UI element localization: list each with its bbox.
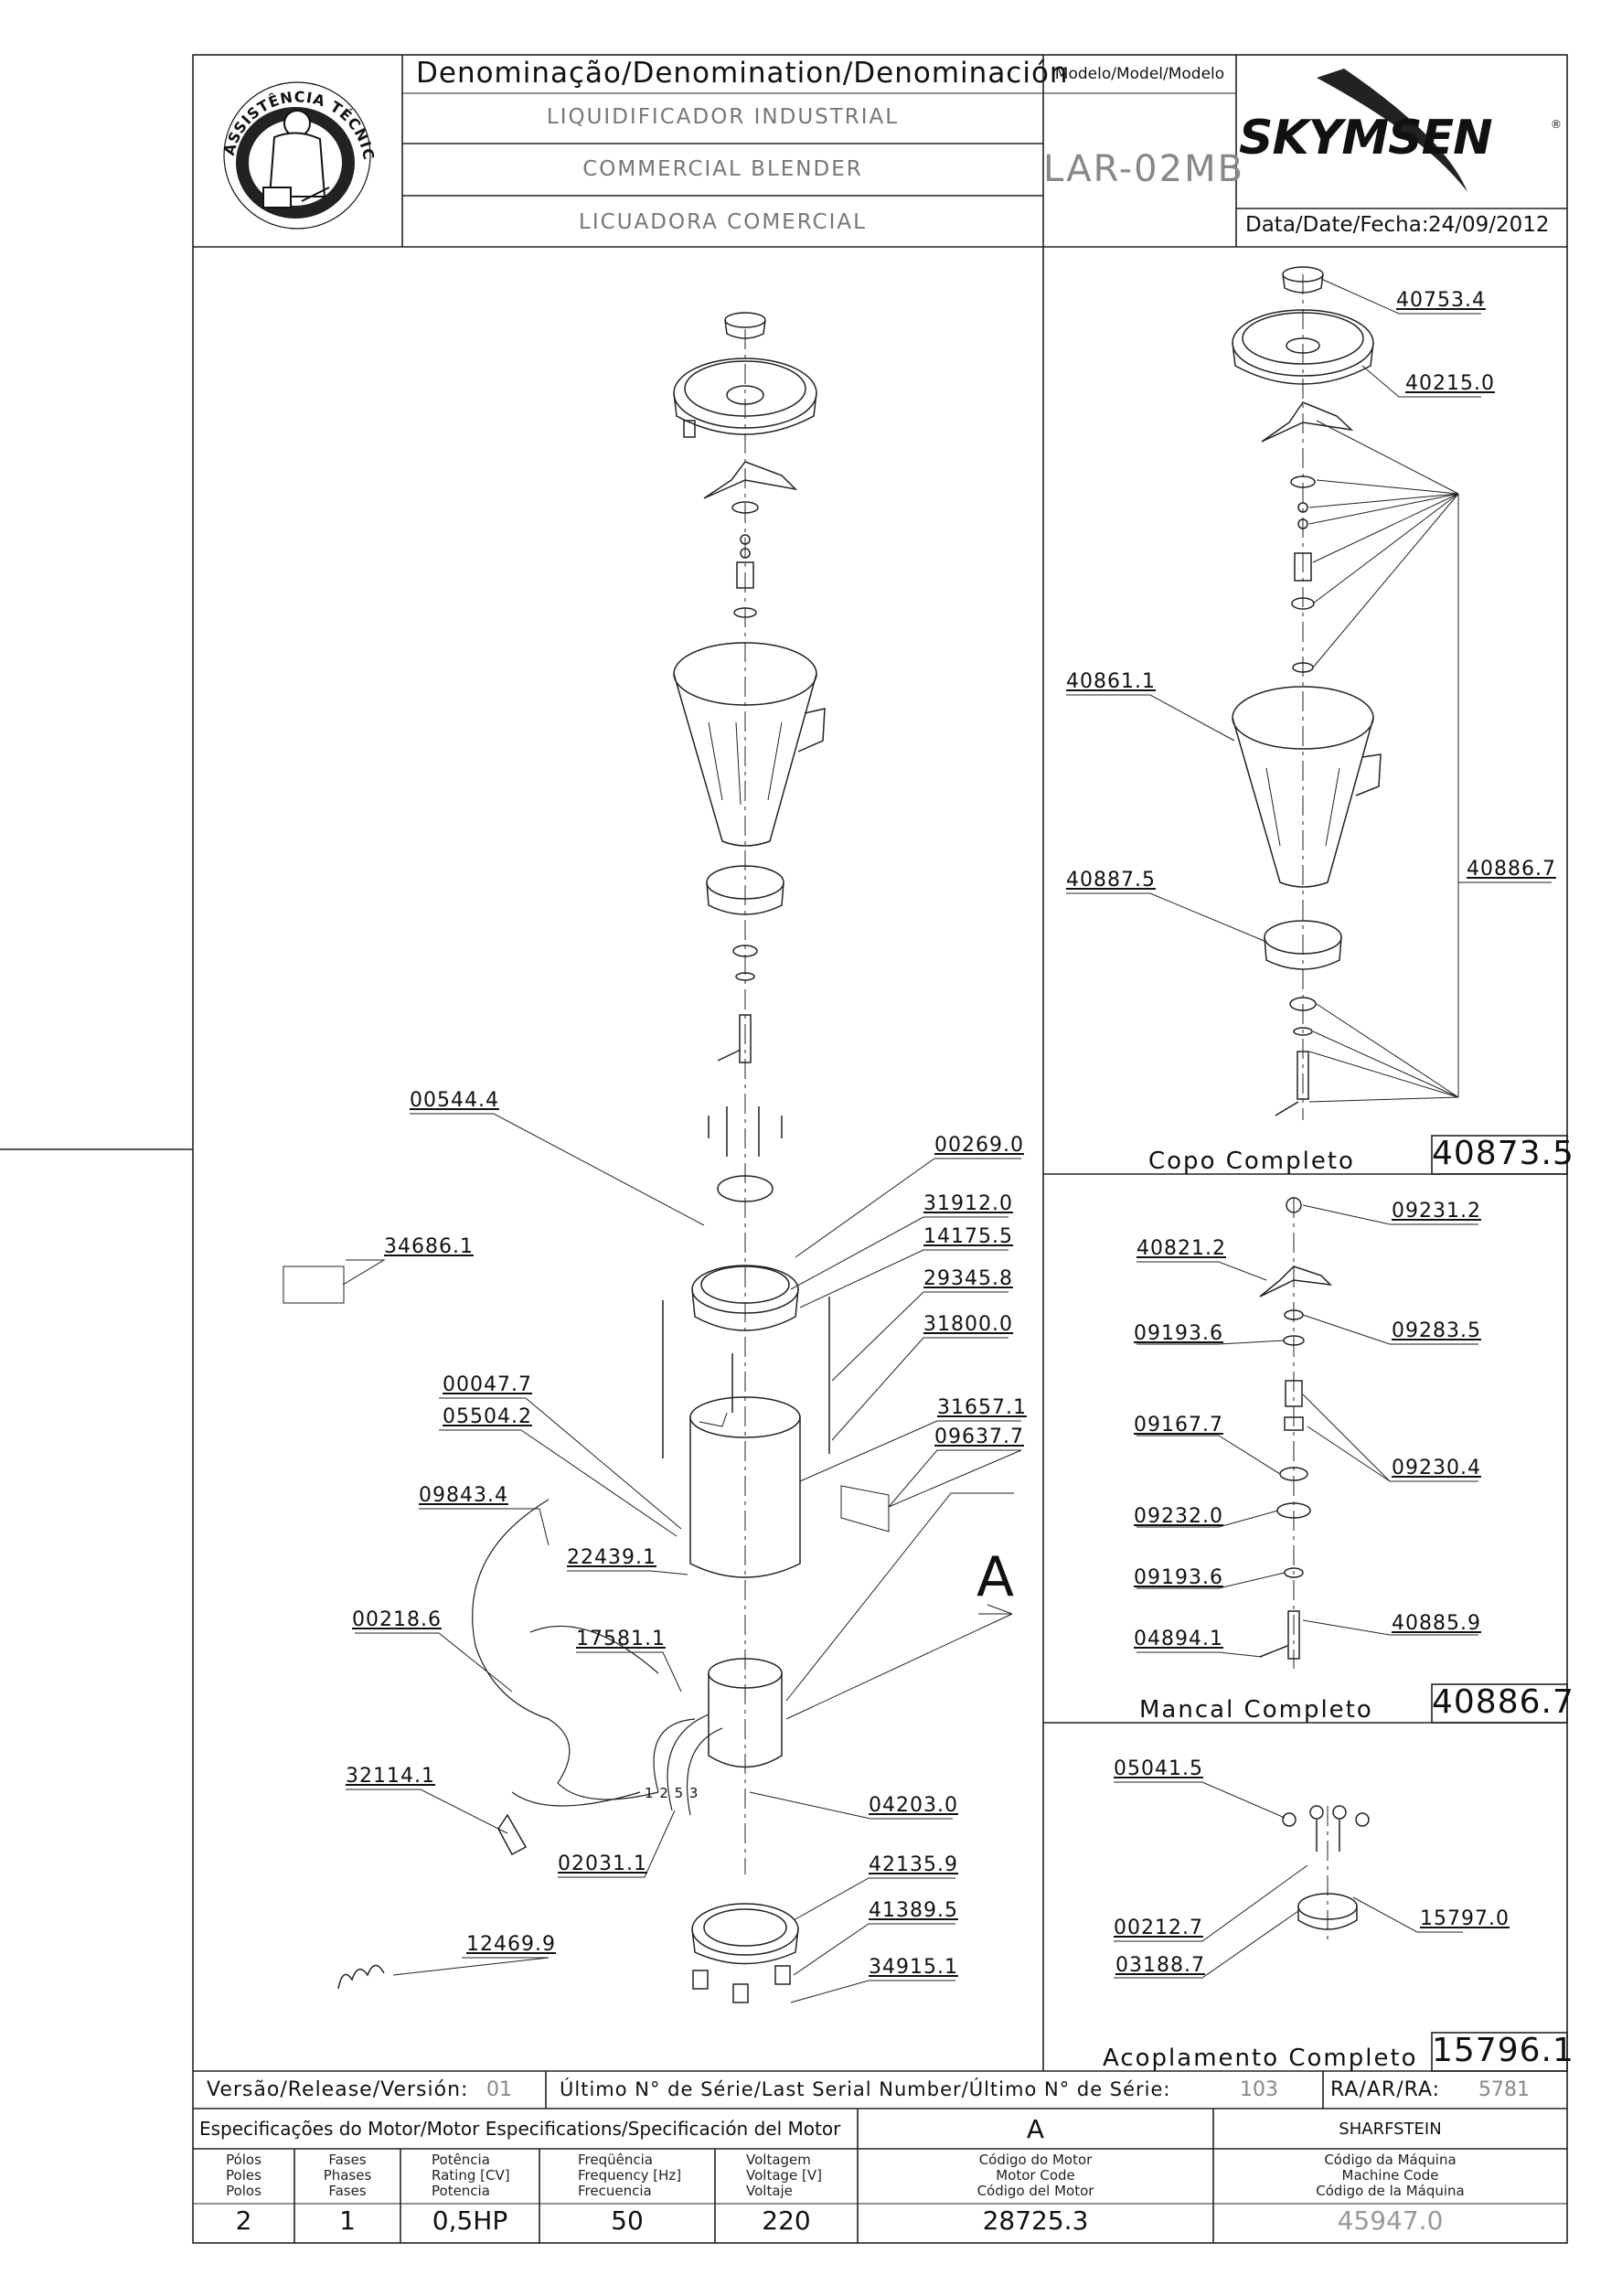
part-number: 34686.1 [384,1235,474,1258]
part-number: 00218.6 [352,1608,442,1631]
part-number: 00047.7 [443,1373,532,1396]
part-number: 00269.0 [934,1134,1024,1157]
part-number: 34915.1 [869,1956,958,1979]
mancal-code: 40886.7 [1432,1683,1574,1721]
copo-leader-lines [1066,278,1552,1103]
serial-label: Último N° de Série/Last Serial Number/Úl… [560,2078,1171,2100]
acoplamento-completo-view [1282,1805,1370,1943]
part-number: 31657.1 [937,1396,1027,1419]
part-number: 40885.9 [1392,1612,1481,1635]
part-number: 40887.5 [1066,869,1156,892]
part-number: 02031.1 [558,1853,647,1875]
acoplamento-leader-lines [1114,1781,1463,1979]
part-number: 05504.2 [443,1405,532,1428]
part-number: 00544.4 [410,1089,499,1112]
part-number: 03188.7 [1115,1954,1205,1977]
part-number: 40861.1 [1066,670,1156,693]
part-number: 09637.7 [934,1426,1024,1448]
part-number: 15797.0 [1420,1907,1510,1930]
part-number: 22439.1 [567,1546,656,1569]
main-leader-lines [342,1113,1022,2003]
svg-text:ASSISTÊNCIA TÉCNICA AUTORIZADA: ASSISTÊNCIA TÉCNICA AUTORIZADA [0,0,378,162]
part-number: 41389.5 [869,1899,958,1922]
name-pt: LIQUIDIFICADOR INDUSTRIAL [546,105,900,129]
svg-text:®: ® [1551,118,1562,131]
name-es: LICUADORA COMERCIAL [579,210,867,234]
denomination-label: Denominação/Denomination/Denominación [416,57,1069,90]
authorized-assistance-stamp-icon: ASSISTÊNCIA TÉCNICA AUTORIZADA [0,0,378,230]
acoplamento-title: Acoplamento Completo [1103,2045,1418,2072]
motor-letter: A [1026,2114,1045,2144]
part-number: 40821.2 [1136,1237,1226,1260]
model-label: Modelo/Model/Modelo [1054,65,1225,83]
part-number: 29345.8 [923,1267,1013,1290]
part-number: 05041.5 [1114,1757,1203,1780]
part-number: 09167.7 [1134,1414,1223,1436]
date-label: Data/Date/Fecha: [1245,213,1429,237]
mancal-completo-view [1259,1197,1333,1669]
part-number: 09232.0 [1134,1505,1223,1528]
value-machine-code: 45947.0 [1337,2205,1444,2236]
mancal-leader-lines [1136,1204,1478,1658]
part-number: 04894.1 [1134,1628,1223,1650]
part-number: 40886.7 [1467,858,1556,881]
detail-a-label: A [976,1545,1015,1609]
copo-completo-view [1232,266,1382,1120]
part-number: 09843.4 [419,1484,508,1507]
model-value: LAR-02MB [1043,148,1245,190]
serial-value: 103 [1240,2078,1278,2101]
part-number: 09283.5 [1392,1319,1481,1342]
part-number: 09231.2 [1392,1200,1481,1223]
value-frequency: 50 [611,2205,644,2236]
acoplamento-code: 15796.1 [1432,2032,1574,2069]
part-number: 32114.1 [346,1765,435,1788]
part-number: 40215.0 [1405,372,1495,395]
part-number: 17581.1 [576,1628,666,1650]
value-rating: 0,5HP [432,2205,508,2236]
date-value: 24/09/2012 [1428,213,1550,237]
ra-value: 5781 [1478,2078,1530,2101]
part-number: 09230.4 [1392,1457,1481,1479]
wire-numbers: 1 2 5 3 [645,1785,699,1801]
version-label: Versão/Release/Versión: [207,2078,469,2101]
stamp-text: ASSISTÊNCIA TÉCNICA AUTORIZADA [0,0,377,162]
part-number: 04203.0 [869,1794,958,1817]
copo-title: Copo Completo [1148,1148,1355,1175]
copo-code: 40873.5 [1432,1135,1574,1172]
value-motor-code: 28725.3 [982,2205,1089,2236]
part-number: 31800.0 [923,1313,1013,1336]
name-en: COMMERCIAL BLENDER [582,157,863,181]
part-number: 31912.0 [923,1192,1013,1215]
part-number: 14175.5 [923,1225,1013,1248]
skymsen-logo-icon: SKYMSEN ® [1239,69,1562,192]
part-number: 12469.9 [466,1933,556,1956]
brand-name: SKYMSEN [1239,111,1492,166]
part-number: 42135.9 [869,1853,958,1876]
main-exploded-view [283,312,890,2003]
part-number: 09193.6 [1134,1566,1223,1589]
part-number: 40753.4 [1396,289,1486,312]
motor-maker: SHARFSTEIN [1339,2120,1442,2139]
part-number: 09193.6 [1134,1322,1223,1345]
mancal-title: Mancal Completo [1139,1696,1373,1724]
part-number: 00212.7 [1114,1917,1203,1939]
ra-label: RA/AR/RA: [1330,2078,1441,2101]
value-voltage: 220 [762,2205,811,2236]
value-phases: 1 [339,2205,356,2236]
value-poles: 2 [235,2205,252,2236]
motor-spec-label: Especificações do Motor/Motor Especifica… [199,2118,841,2140]
version-value: 01 [486,2078,512,2101]
